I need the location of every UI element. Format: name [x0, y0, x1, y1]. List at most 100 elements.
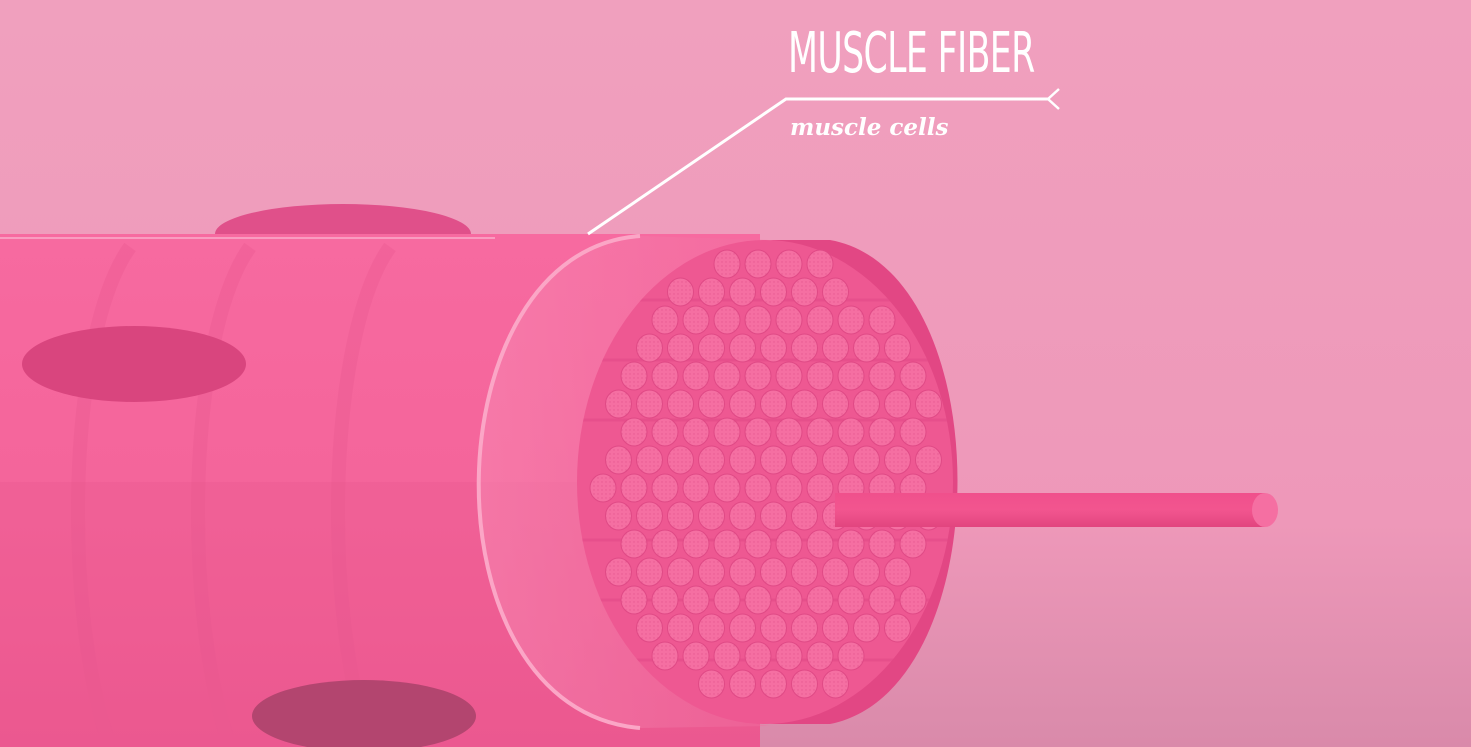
myofibril-end [853, 557, 880, 587]
myofibril-end [698, 277, 725, 307]
myofibril-end [729, 389, 756, 419]
myofibril-end [744, 529, 772, 559]
myofibril-end [729, 557, 756, 587]
myofibril-end [884, 389, 911, 419]
myofibril-end [620, 529, 648, 559]
myofibril-end [853, 333, 880, 363]
myofibril-end [868, 361, 896, 391]
nucleus-left [22, 326, 246, 402]
myofibril-end [837, 641, 865, 671]
sarcolemma-sleeve [478, 236, 770, 728]
myofibril-end [791, 277, 818, 307]
myofibril-end [853, 389, 880, 419]
myofibril-end [791, 445, 818, 475]
myofibril-end [884, 613, 911, 643]
myofibril-end [822, 445, 849, 475]
myofibril-end [620, 417, 648, 447]
myofibril-end [837, 529, 865, 559]
myofibril-end [791, 669, 818, 699]
myofibril-end [605, 557, 632, 587]
myofibril-end [698, 389, 725, 419]
myofibril-end [775, 417, 803, 447]
myofibril-end [682, 473, 710, 503]
myofibril-end [899, 585, 927, 615]
myofibril-end [837, 305, 865, 335]
myofibril-end [651, 305, 679, 335]
myofibril-end [899, 417, 927, 447]
myofibril-end [651, 529, 679, 559]
myofibril-end [775, 249, 803, 279]
myofibril-end [853, 445, 880, 475]
myofibril-end [744, 361, 772, 391]
leader-arrow [1046, 88, 1060, 110]
myofibril-end [698, 557, 725, 587]
myofibril-end [822, 557, 849, 587]
myofibril-end [713, 417, 741, 447]
myofibril-end [899, 529, 927, 559]
myofibril-end [760, 389, 787, 419]
myofibril-end [698, 501, 725, 531]
myofibril-end [713, 585, 741, 615]
myofibril-end [682, 361, 710, 391]
myofibril-end [620, 473, 648, 503]
myofibril-end [822, 389, 849, 419]
myofibril-end [605, 501, 632, 531]
myofibril-end [651, 585, 679, 615]
myofibril-end [791, 613, 818, 643]
myofibril-end [760, 613, 787, 643]
leader-line [587, 97, 1050, 236]
label-subtitle: muscle cells [790, 114, 949, 141]
myofibril-end [667, 613, 694, 643]
myofibril-end [713, 249, 741, 279]
myofibril-end [729, 613, 756, 643]
myofibril-end [822, 613, 849, 643]
myofibril-end [651, 417, 679, 447]
myofibril-end [667, 389, 694, 419]
myofibril-end [806, 305, 834, 335]
myofibril-end [791, 557, 818, 587]
myofibril-end [713, 473, 741, 503]
myofibril-end [589, 473, 617, 503]
myofibril-end [760, 277, 787, 307]
myofibril-end [620, 361, 648, 391]
myofibril-end [791, 389, 818, 419]
myofibril-end [868, 529, 896, 559]
myofibril-end [760, 501, 787, 531]
myofibril-end [698, 613, 725, 643]
myofibril-end [682, 585, 710, 615]
myofibril-end [636, 501, 663, 531]
myofibril-end [775, 641, 803, 671]
myofibril-end [806, 641, 834, 671]
myofibril-end [682, 305, 710, 335]
myofibril-end [605, 445, 632, 475]
myofibril-end [806, 361, 834, 391]
myofibril-end [667, 333, 694, 363]
myofibril-end [853, 613, 880, 643]
myofibril-end [713, 305, 741, 335]
myofibril-end [744, 417, 772, 447]
myofibril-end [729, 445, 756, 475]
myofibril-end [884, 333, 911, 363]
myofibril-end [667, 501, 694, 531]
myofibril-end [651, 473, 679, 503]
myofibril-end [729, 277, 756, 307]
myofibril-end [667, 557, 694, 587]
myofibril-end [667, 277, 694, 307]
label-leader [587, 88, 1060, 236]
myofibril-end [698, 333, 725, 363]
myofibril-end [760, 445, 787, 475]
myofibril-end [744, 305, 772, 335]
myofibril-end [651, 361, 679, 391]
myofibril-end [682, 417, 710, 447]
myofibril-end [744, 641, 772, 671]
myofibril-end [775, 305, 803, 335]
myofibril-end [791, 501, 818, 531]
myofibril-end [884, 557, 911, 587]
myofibril-end [744, 473, 772, 503]
myofibril-end [822, 669, 849, 699]
myofibril-end [713, 361, 741, 391]
myofibril-end [806, 473, 834, 503]
myofibril-end [822, 333, 849, 363]
myofibril-end [760, 669, 787, 699]
label-title: MUSCLE FIBER [788, 21, 1035, 86]
